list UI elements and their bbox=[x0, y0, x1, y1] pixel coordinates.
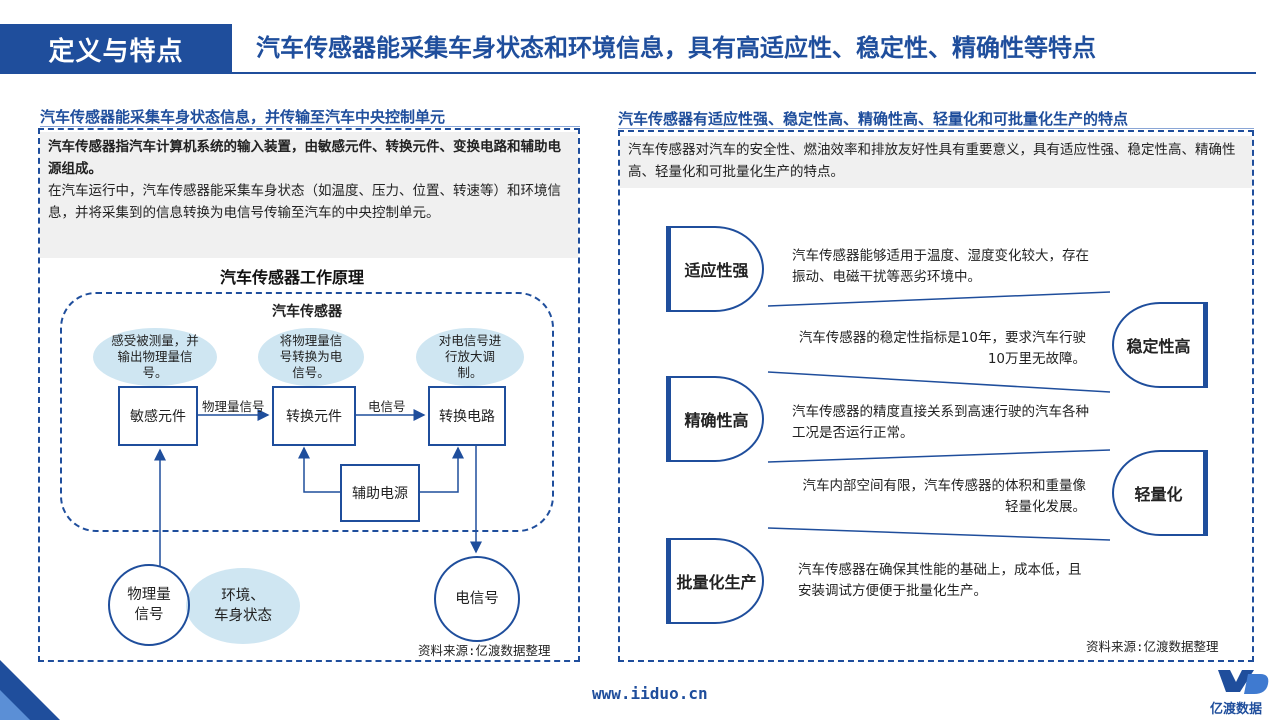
logo-icon bbox=[1218, 670, 1269, 694]
right-source: 资料来源:亿渡数据整理 bbox=[1086, 639, 1219, 654]
corner-decoration bbox=[0, 660, 60, 720]
box-sensing: 敏感元件 bbox=[118, 386, 198, 446]
edge-power-conversion bbox=[298, 446, 340, 493]
output-circle: 电信号 bbox=[434, 556, 520, 642]
bubble-conversion: 将物理量信号转换为电信号。 bbox=[258, 328, 364, 386]
input-circle: 物理量 信号 bbox=[108, 564, 190, 646]
feature-adaptability: 适应性强 bbox=[666, 226, 764, 312]
input-ellipse: 环境、 车身状态 bbox=[186, 568, 300, 644]
feature-mass-production: 批量化生产 bbox=[666, 538, 764, 624]
box-circuit: 转换电路 bbox=[428, 386, 506, 446]
page-title: 定义与特点 bbox=[0, 24, 232, 74]
feature-mass-production-desc: 汽车传感器在确保其性能的基础上，成本低，且安装调试方便便于批量化生产。 bbox=[798, 562, 1082, 599]
left-intro-box: 汽车传感器指汽车计算机系统的输入装置，由敏感元件、转换元件、变换电路和辅助电源组… bbox=[40, 132, 578, 258]
left-intro-text: 在汽车运行中，汽车传感器能采集车身状态（如温度、压力、位置、转速等）和环境信息，… bbox=[48, 183, 561, 221]
feature-stability-desc: 汽车传感器的稳定性指标是10年，要求汽车行驶10万里无故障。 bbox=[798, 330, 1086, 367]
box-conversion: 转换元件 bbox=[272, 386, 356, 446]
right-title-underline bbox=[618, 128, 1254, 129]
left-panel-title: 汽车传感器能采集车身状态信息，并传输至汽车中央控制单元 bbox=[40, 108, 446, 126]
feature-precision: 精确性高 bbox=[666, 376, 764, 462]
left-source: 资料来源:亿渡数据整理 bbox=[418, 643, 551, 658]
edge-label-phys: 物理量信号 bbox=[202, 399, 265, 414]
left-panel bbox=[38, 128, 580, 662]
feature-adaptability-desc: 汽车传感器能够适用于温度、湿度变化较大，存在振动、电磁干扰等恶劣环境中。 bbox=[792, 248, 1089, 285]
bubble-sensing: 感受被测量，并输出物理量信号。 bbox=[93, 328, 217, 386]
divider-2 bbox=[767, 371, 1111, 393]
left-diagram-connectors bbox=[154, 409, 482, 566]
header-divider bbox=[232, 72, 1256, 74]
right-intro-box: 汽车传感器对汽车的安全性、燃油效率和排放友好性具有重要意义，具有适应性强、稳定性… bbox=[620, 136, 1252, 188]
logo-text: 亿渡数据 bbox=[1210, 702, 1263, 717]
left-intro-bold: 汽车传感器指汽车计算机系统的输入装置，由敏感元件、转换元件、变换电路和辅助电源组… bbox=[48, 139, 561, 177]
edge-power-circuit bbox=[420, 446, 464, 493]
left-title-underline bbox=[40, 126, 580, 127]
sensor-boundary-title: 汽车传感器 bbox=[272, 304, 342, 320]
feature-precision-desc: 汽车传感器的精度直接关系到高速行驶的汽车各种工况是否运行正常。 bbox=[792, 404, 1089, 441]
footer-url[interactable]: www.iiduo.cn bbox=[592, 684, 708, 703]
divider-1 bbox=[767, 291, 1111, 307]
right-panel bbox=[618, 130, 1254, 662]
box-power: 辅助电源 bbox=[340, 464, 420, 522]
right-panel-title: 汽车传感器有适应性强、稳定性高、精确性高、轻量化和可批量化生产的特点 bbox=[618, 110, 1129, 128]
divider-3 bbox=[767, 449, 1111, 463]
feature-stability: 稳定性高 bbox=[1112, 302, 1208, 388]
page-subtitle: 汽车传感器能采集车身状态和环境信息，具有高适应性、稳定性、精确性等特点 bbox=[256, 34, 1096, 62]
divider-4 bbox=[767, 527, 1111, 541]
edge-label-elec: 电信号 bbox=[368, 399, 406, 414]
sensor-boundary bbox=[60, 292, 554, 532]
bubble-circuit: 对电信号进行放大调制。 bbox=[416, 328, 524, 386]
feature-lightweight: 轻量化 bbox=[1112, 450, 1208, 536]
feature-lightweight-desc: 汽车内部空间有限，汽车传感器的体积和重量像轻量化发展。 bbox=[802, 478, 1087, 515]
diagram-title: 汽车传感器工作原理 bbox=[220, 268, 365, 287]
